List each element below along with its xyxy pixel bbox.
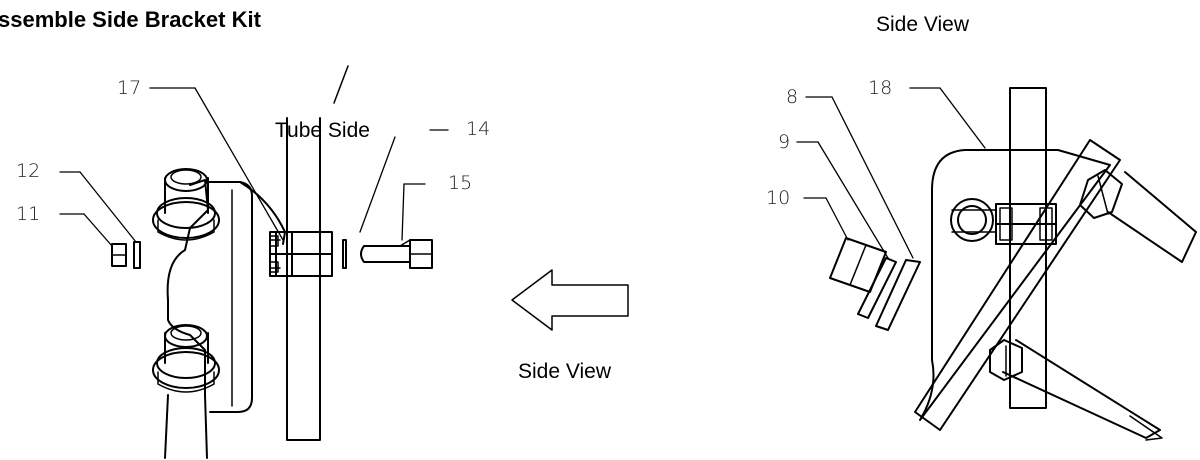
- part-number-11: 11: [16, 203, 41, 225]
- side-view-label-arrow: Side View: [518, 360, 612, 383]
- right-side-view: [796, 87, 1197, 441]
- leader-top-slash: [333, 65, 349, 104]
- part-number-18: 18: [868, 77, 893, 99]
- washer-12: [133, 241, 141, 269]
- part-number-15: 15: [448, 172, 473, 194]
- part-number-10: 10: [766, 187, 791, 209]
- right-leaders: [796, 87, 986, 259]
- part-number-17: 17: [117, 77, 142, 99]
- direction-arrow: [511, 269, 629, 331]
- nut-11: [111, 243, 127, 267]
- side-view-label-top: Side View: [876, 13, 970, 36]
- tube-clamp: [269, 231, 333, 277]
- tube-right: [1009, 87, 1047, 409]
- right-clamp: [995, 203, 1057, 245]
- diagram-title: ssemble Side Bracket Kit: [0, 7, 261, 32]
- washer-14: [342, 239, 347, 269]
- diagonal-plate: [914, 139, 1121, 431]
- nut-10: [829, 237, 887, 293]
- lower-stud: [989, 339, 1163, 441]
- bracket-plate-18: [919, 149, 1111, 421]
- tube: [286, 117, 321, 441]
- part-number-8: 8: [786, 86, 799, 108]
- washer-9: [857, 257, 897, 319]
- bolt-boss: [950, 198, 997, 242]
- left-leaders: [59, 87, 449, 247]
- tube-side-label: Tube Side: [275, 119, 370, 142]
- left-assembly-view: [59, 65, 449, 459]
- upper-stud: [1079, 169, 1197, 263]
- part-number-9: 9: [778, 131, 791, 153]
- bracket-plate: [207, 181, 253, 413]
- part-number-14: 14: [466, 118, 491, 140]
- upper-bolt-assembly: [152, 168, 220, 241]
- lower-bolt-assembly: [152, 324, 220, 393]
- bracket-body: [166, 179, 209, 396]
- part-number-12: 12: [16, 160, 41, 182]
- washer-8: [875, 259, 921, 331]
- bracket-bend: [239, 181, 286, 245]
- bolt-15: [360, 239, 433, 269]
- lower-tube-stub: [164, 394, 208, 459]
